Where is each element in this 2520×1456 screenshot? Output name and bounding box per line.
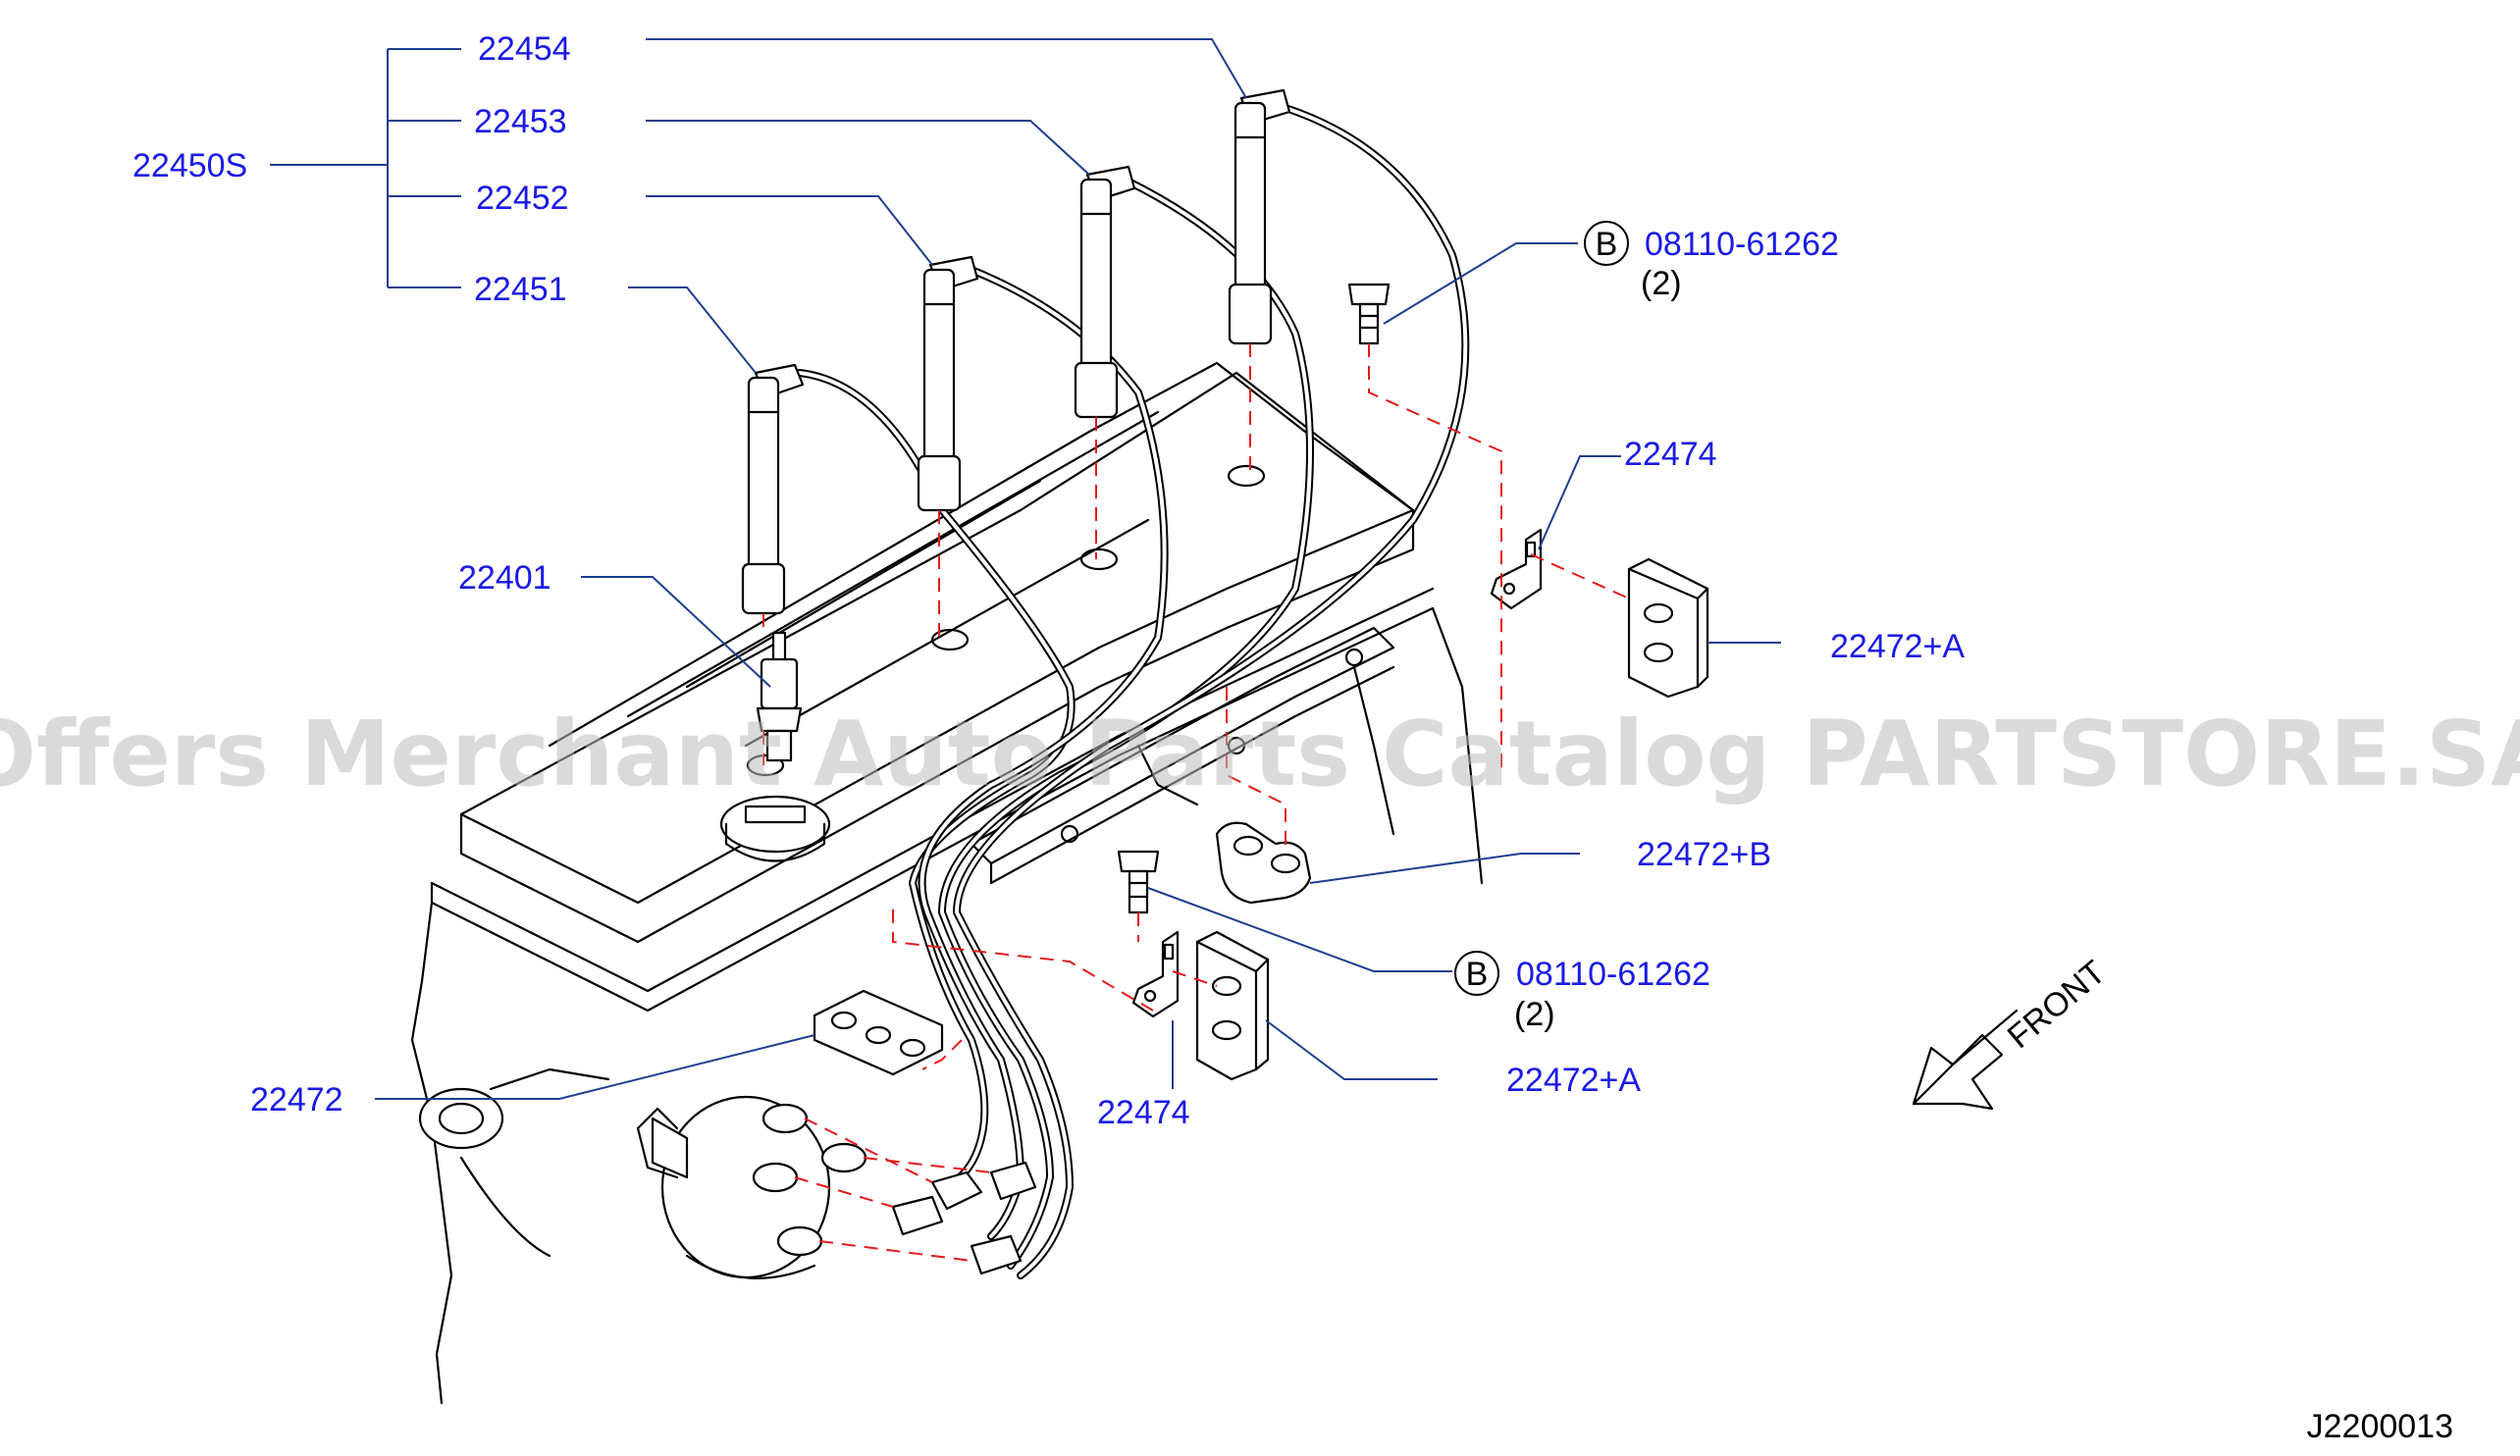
label-22451[interactable]: 22451	[474, 271, 567, 308]
hidden-lines	[762, 343, 1630, 1262]
front-arrow-icon	[1912, 1009, 2019, 1111]
bolt-top	[1347, 283, 1391, 345]
label-22453[interactable]: 22453	[474, 103, 567, 140]
distributor	[636, 1095, 867, 1279]
label-22401[interactable]: 22401	[458, 559, 551, 597]
label-22450s[interactable]: 22450S	[132, 147, 247, 184]
bolt-bottom-b-letter: B	[1466, 956, 1489, 993]
bolt-top-qty: (2)	[1641, 265, 1682, 302]
label-22454[interactable]: 22454	[478, 30, 571, 68]
bolt-top-circle-marker	[1584, 221, 1629, 266]
label-08110-61262-bottom[interactable]: 08110-61262	[1516, 956, 1710, 993]
label-22472a-bottom[interactable]: 22472+A	[1506, 1062, 1641, 1099]
leader-lines	[270, 38, 1781, 1100]
bolt-top-b-letter: B	[1596, 226, 1618, 263]
front-label: FRONT	[2001, 954, 2113, 1056]
bolt-bottom-qty: (2)	[1514, 996, 1555, 1033]
label-22474-bottom[interactable]: 22474	[1097, 1094, 1190, 1131]
label-22452[interactable]: 22452	[476, 180, 569, 217]
engine-block	[410, 361, 1484, 1405]
clamp-bottom	[1195, 930, 1270, 1081]
spark-plug	[756, 631, 803, 762]
clamp-left	[813, 989, 944, 1076]
plug-boots	[741, 88, 1291, 1275]
clamp-top	[1627, 557, 1709, 699]
bolt-bottom	[1117, 850, 1160, 914]
bracket-bottom	[1131, 930, 1180, 1018]
bracket-top	[1490, 528, 1543, 610]
label-22472a-top[interactable]: 22472+A	[1830, 628, 1965, 665]
label-22472[interactable]: 22472	[250, 1081, 343, 1118]
clamp-mid	[1215, 821, 1312, 905]
bolt-bottom-circle-marker	[1454, 951, 1499, 996]
label-22474-top[interactable]: 22474	[1624, 436, 1717, 473]
watermark-text: Offers Merchant Auto Parts Catalog PARTS…	[0, 702, 2520, 806]
diagram-code: J2200013	[2307, 1408, 2453, 1445]
label-08110-61262-top[interactable]: 08110-61262	[1645, 226, 1839, 263]
label-22472b[interactable]: 22472+B	[1637, 836, 1771, 873]
